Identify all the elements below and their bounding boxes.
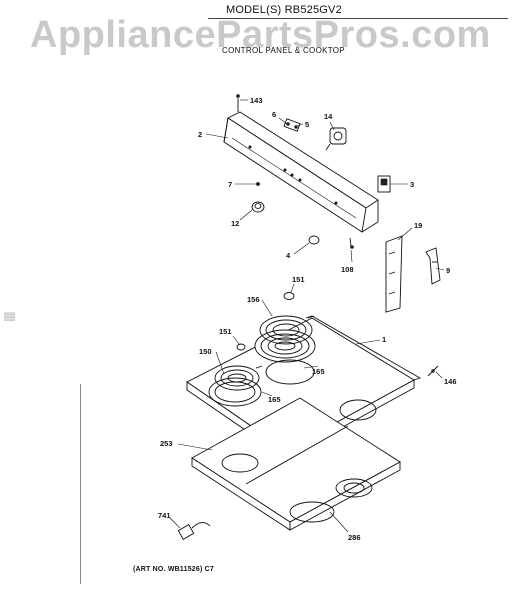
callout-6: 6: [272, 110, 276, 119]
screw-108: [349, 237, 354, 249]
callout-156: 156: [247, 295, 260, 304]
callout-150: 150: [199, 347, 212, 356]
margin-rule: [80, 384, 81, 584]
callout-1: 1: [382, 335, 386, 344]
hinge-9: [425, 247, 441, 285]
side-bracket: [385, 235, 403, 313]
leader-lines: [169, 99, 445, 533]
bracket-3: [377, 175, 391, 193]
callout-741: 741: [158, 511, 171, 520]
terminal-block: [177, 522, 211, 540]
callout-labels: 143 2 6 5 14 3 7 12 4 108 19 9 151 156 1…: [158, 96, 457, 542]
callout-2: 2: [198, 130, 202, 139]
drip-pan-165-back: [265, 359, 315, 385]
switch-assembly: [283, 118, 301, 132]
callout-165-back: 165: [312, 367, 325, 376]
callout-7: 7: [228, 180, 232, 189]
callout-14: 14: [324, 112, 333, 121]
callout-9: 9: [446, 266, 450, 275]
callout-108: 108: [341, 265, 354, 274]
burner-box-253: [191, 397, 401, 531]
callout-5: 5: [305, 120, 309, 129]
callout-286: 286: [348, 533, 361, 542]
callout-151-back: 151: [292, 275, 305, 284]
callout-151-front: 151: [219, 327, 232, 336]
fastener-146: [427, 365, 439, 377]
callout-19: 19: [414, 221, 422, 230]
scan-artifact: ▒▒: [4, 312, 16, 321]
diagram-subtitle: CONTROL PANEL & COOKTOP: [222, 46, 345, 55]
callout-143: 143: [250, 96, 263, 105]
screw-143: [236, 94, 240, 112]
infinite-switch: [325, 127, 347, 151]
callout-253: 253: [160, 439, 173, 448]
watermark: AppliancePartsPros.com: [30, 14, 491, 56]
callout-3: 3: [410, 180, 414, 189]
burner-element-large-back: [254, 315, 316, 363]
model-title: MODEL(S) RB525GV2: [226, 4, 342, 16]
header-rule: [208, 18, 508, 19]
callout-12: 12: [231, 219, 239, 228]
clip-7: [256, 182, 260, 186]
art-number: (ART NO. WB11526) C7: [133, 566, 215, 573]
callout-146: 146: [444, 377, 457, 386]
burner-element-front: [208, 365, 263, 407]
control-panel-backsplash: [223, 111, 379, 233]
control-knob: [251, 201, 265, 213]
burner-cap-151-front: [236, 343, 246, 351]
burner-cap-151-back: [283, 292, 295, 300]
knob-insert-4: [308, 235, 320, 245]
callout-165-front: 165: [268, 395, 281, 404]
callout-4: 4: [286, 251, 291, 260]
